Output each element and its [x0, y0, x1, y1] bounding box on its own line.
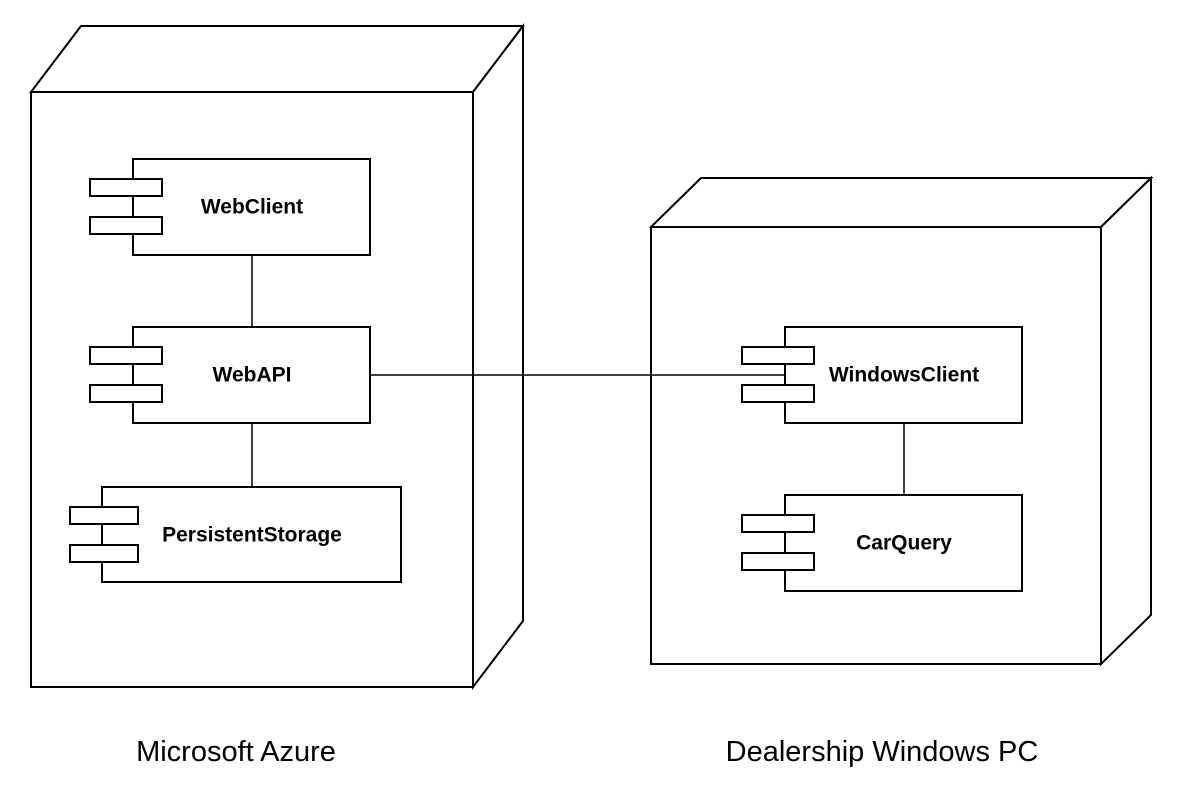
component-port-icon [741, 384, 815, 403]
component-port-icon [89, 178, 163, 197]
node-dealership-windows-pc [648, 175, 1154, 667]
component-body [101, 486, 402, 583]
component-body [784, 494, 1023, 592]
component-body [132, 158, 371, 256]
component-port-icon [741, 346, 815, 365]
component-port-icon [89, 216, 163, 235]
component-port-icon [89, 384, 163, 403]
component-webapi: WebAPI [89, 326, 371, 424]
component-port-icon [741, 552, 815, 571]
component-carquery: CarQuery [741, 494, 1023, 592]
node-label-dealership-windows-pc: Dealership Windows PC [726, 736, 1039, 768]
node-dealership-windows-pc-top-face [648, 177, 1154, 228]
component-label: WebAPI [213, 364, 292, 387]
node-microsoft-azure-side-face [472, 23, 524, 690]
component-body [132, 326, 371, 424]
component-label: WindowsClient [829, 364, 979, 387]
component-port-icon [69, 506, 139, 525]
component-webclient: WebClient [89, 158, 371, 256]
component-port-icon [69, 544, 139, 563]
component-label: PersistentStorage [162, 524, 342, 547]
node-dealership-windows-pc-side-face [1100, 175, 1152, 667]
component-label: WebClient [201, 196, 303, 219]
component-port-icon [741, 514, 815, 533]
component-port-icon [89, 346, 163, 365]
node-label-microsoft-azure: Microsoft Azure [136, 736, 336, 768]
component-label: CarQuery [856, 532, 952, 555]
component-windowsclient: WindowsClient [741, 326, 1023, 424]
node-microsoft-azure-top-face [28, 25, 526, 93]
component-body [784, 326, 1023, 424]
node-dealership-windows-pc-front-face [650, 226, 1102, 665]
component-persistentstorage: PersistentStorage [69, 486, 402, 583]
